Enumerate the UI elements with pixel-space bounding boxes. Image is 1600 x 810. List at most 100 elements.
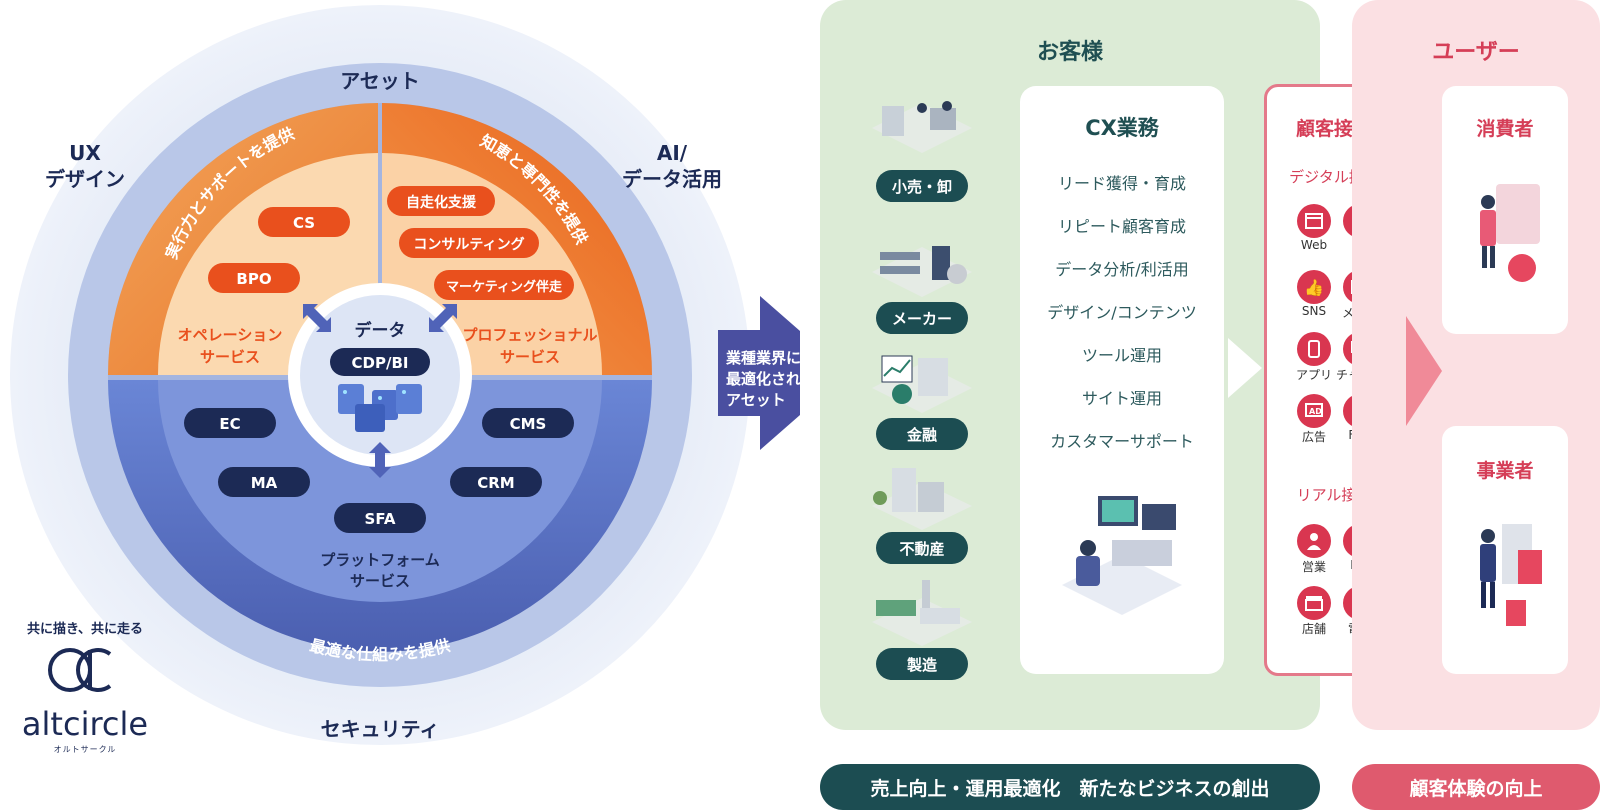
pro-pill-marketing: マーケティング伴走 — [434, 270, 574, 300]
touch-label: 店舗 — [1301, 622, 1326, 636]
svg-text:CDP/BI: CDP/BI — [352, 354, 409, 372]
svg-text:業種業界に: 業種業界に — [725, 349, 800, 367]
pro-pill-consulting: コンサルティング — [399, 228, 539, 258]
brand-tagline: 共に描き、共に走る — [26, 622, 144, 637]
salesperson-icon — [1297, 524, 1331, 558]
industry-finance: 金融 — [862, 348, 980, 450]
touch-label: アプリ — [1295, 368, 1332, 382]
platform-pill-ma: MA — [218, 467, 310, 497]
cx-to-touch-chevron-icon — [1228, 338, 1262, 398]
altcircle-logo-mark — [48, 648, 112, 692]
industry-pill-finance: 金融 — [876, 418, 968, 450]
svg-text:自走化支援: 自走化支援 — [406, 194, 477, 211]
business-title: 事業者 — [1476, 460, 1534, 482]
consumer-title: 消費者 — [1476, 118, 1534, 140]
ops-label-line2: サービス — [200, 348, 260, 366]
cx-item: リード獲得・育成 — [1057, 174, 1186, 193]
ops-pill-bpo: BPO — [208, 263, 300, 293]
touch-label: SNS — [1301, 304, 1327, 318]
touch-store: 店舗 — [1279, 586, 1349, 637]
cdp-bi-pill: CDP/BI — [330, 348, 430, 376]
realestate-illustration — [872, 468, 972, 530]
svg-text:AD: AD — [1309, 407, 1322, 416]
touch-app: アプリ — [1279, 332, 1349, 383]
pro-data-arrow-icon — [429, 304, 457, 332]
platform-pill-ec: EC — [184, 408, 276, 438]
pro-label-line1: プロフェッショナル — [462, 326, 597, 344]
touch-ad: AD 広告 — [1279, 394, 1349, 445]
svg-text:コンサルティング: コンサルティング — [413, 236, 524, 253]
outcome-cx-badge: 顧客体験の向上 — [1352, 764, 1600, 810]
platform-label-line2: サービス — [350, 572, 410, 590]
svg-text:CMS: CMS — [510, 415, 547, 433]
industry-pill-retail: 小売・卸 — [876, 170, 968, 202]
touch-label: 営業 — [1301, 560, 1326, 574]
consumer-illustration — [1480, 184, 1540, 282]
pro-label-line2: サービス — [500, 348, 560, 366]
touch-to-users-chevron-icon — [1406, 316, 1442, 426]
industry-maker: メーカー — [862, 232, 980, 334]
platform-pill-crm: CRM — [450, 467, 542, 497]
data-title: データ — [355, 320, 406, 341]
cx-item: デザイン/コンテンツ — [1047, 303, 1197, 322]
ops-pill-cs: CS — [258, 207, 350, 237]
users-title: ユーザー — [1432, 40, 1520, 65]
touch-sales: 営業 — [1279, 524, 1349, 575]
server-icon — [338, 384, 422, 432]
business-illustration — [1480, 524, 1542, 626]
svg-text:CS: CS — [293, 214, 315, 232]
brand-name: altcircle — [21, 705, 149, 743]
ux-label-line2: デザイン — [45, 167, 125, 191]
store-icon — [1297, 586, 1331, 620]
cx-title: CX業務 — [1085, 116, 1159, 140]
web-icon — [1297, 204, 1331, 238]
cx-item: ツール運用 — [1081, 346, 1162, 365]
platform-pill-sfa: SFA — [334, 503, 426, 533]
industry-pill-maker: メーカー — [876, 302, 968, 334]
smartphone-icon — [1297, 332, 1331, 366]
cx-item: データ分析/利活用 — [1055, 260, 1189, 279]
touch-sns: 👍 SNS — [1279, 270, 1349, 318]
platform-data-arrow-icon — [369, 442, 391, 478]
cx-item: サイト運用 — [1081, 389, 1162, 408]
svg-text:マーケティング伴走: マーケティング伴走 — [446, 279, 563, 295]
touch-label: Web — [1300, 238, 1328, 252]
outcome-business-badge: 売上向上・運用最適化 新たなビジネスの創出 — [820, 764, 1320, 810]
svg-text:最適化された: 最適化された — [726, 370, 800, 388]
cx-item: カスタマーサポート — [1050, 432, 1194, 451]
finance-illustration — [872, 355, 972, 413]
service-circle-diagram: 実行力とサポートを提供 知恵と専門性を提供 最適な仕組みを提供 アセット UX … — [10, 5, 800, 745]
pro-pill-jisouka: 自走化支援 — [387, 186, 495, 216]
platform-pill-cms: CMS — [482, 408, 574, 438]
svg-text:MA: MA — [251, 474, 278, 492]
touch-web: Web — [1279, 204, 1349, 252]
cx-item: リピート顧客育成 — [1057, 217, 1186, 236]
asset-flow-arrow: 業種業界に 最適化された アセット — [718, 296, 800, 450]
ux-label-line1: UX — [69, 141, 101, 165]
security-label: セキュリティ — [321, 717, 440, 741]
industry-manufacturing: 製造 — [862, 578, 980, 680]
ops-label-line1: オペレーション — [178, 326, 283, 344]
customers-title: お客様 — [1036, 40, 1103, 65]
brand-sub: オルトサークル — [53, 745, 117, 754]
retail-illustration — [872, 101, 972, 153]
ad-icon: AD — [1297, 394, 1331, 428]
svg-text:BPO: BPO — [236, 270, 271, 288]
ai-label-line2: データ活用 — [622, 167, 722, 191]
thumbs-up-icon: 👍 — [1297, 270, 1331, 304]
industry-pill-realestate: 不動産 — [876, 532, 968, 564]
maker-illustration — [872, 246, 972, 297]
industry-retail: 小売・卸 — [862, 88, 980, 202]
svg-text:CRM: CRM — [477, 474, 515, 492]
svg-text:EC: EC — [219, 415, 240, 433]
industry-pill-manufacturing: 製造 — [876, 648, 968, 680]
manufacturing-illustration — [872, 580, 972, 646]
operator-desk-illustration — [1062, 496, 1182, 615]
industry-realestate: 不動産 — [862, 462, 980, 564]
svg-text:アセット: アセット — [726, 391, 786, 409]
ai-label-line1: AI/ — [657, 141, 688, 165]
asset-label: アセット — [340, 69, 420, 93]
ops-data-arrow-icon — [303, 304, 331, 332]
platform-label-line1: プラットフォーム — [320, 551, 440, 569]
touch-label: 広告 — [1301, 430, 1326, 444]
